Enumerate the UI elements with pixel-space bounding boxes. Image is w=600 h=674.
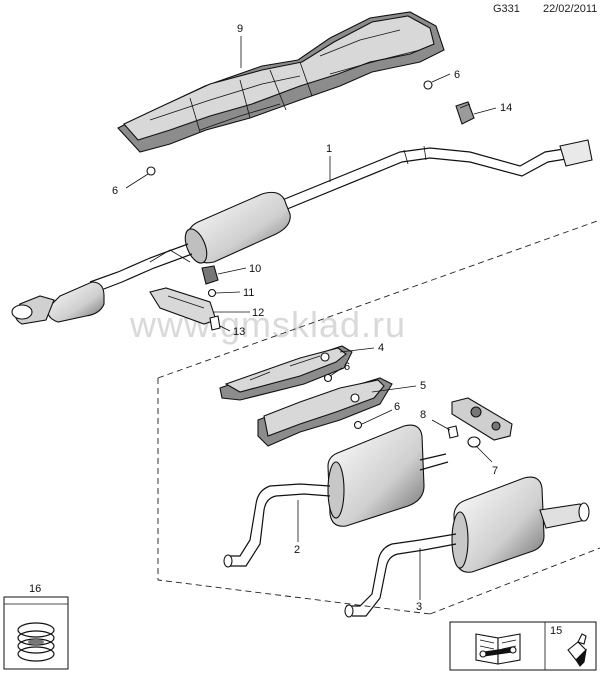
callout-7: 7 xyxy=(492,465,498,477)
bolt-shield-rear-lower xyxy=(350,393,360,403)
rear-silencer-left xyxy=(223,424,449,568)
heat-shield-middle xyxy=(219,345,353,401)
bolt-8 xyxy=(447,425,459,439)
spring-clamp-icon xyxy=(17,622,55,662)
callout-6: 6 xyxy=(454,69,460,81)
callout-14: 14 xyxy=(500,102,512,114)
bolt-shield-front xyxy=(146,166,156,176)
leader-11 xyxy=(215,291,241,294)
callout-5: 5 xyxy=(420,380,426,392)
heat-shield-upper xyxy=(117,11,445,153)
leader-5 xyxy=(371,385,417,393)
front-pipe-assembly xyxy=(11,139,593,325)
leader-6c xyxy=(329,367,343,377)
callout-6: 6 xyxy=(112,185,118,197)
callout-13: 13 xyxy=(233,326,245,338)
leader-6a xyxy=(431,73,451,83)
callout-9: 9 xyxy=(237,23,243,35)
rubber-hanger xyxy=(455,101,475,125)
callout-2: 2 xyxy=(294,544,300,556)
leader-4 xyxy=(339,347,375,353)
clamp-assembly xyxy=(451,397,513,448)
callout-16: 16 xyxy=(29,583,41,595)
callout-10: 10 xyxy=(249,263,261,275)
callout-6: 6 xyxy=(394,401,400,413)
leader-8 xyxy=(431,419,451,431)
rubber-mount xyxy=(201,265,219,285)
bolt-shield-middle xyxy=(320,352,330,362)
leader-10 xyxy=(217,267,247,275)
callout-4: 4 xyxy=(378,342,384,354)
callout-6: 6 xyxy=(344,361,350,373)
callout-3: 3 xyxy=(416,601,422,613)
rear-silencer-right xyxy=(344,476,590,618)
leader-14 xyxy=(473,107,497,115)
callout-11: 11 xyxy=(243,287,254,299)
wrench-icon xyxy=(479,646,517,658)
nut xyxy=(207,288,217,298)
callout-1: 1 xyxy=(326,143,332,155)
leader-6b xyxy=(125,173,149,189)
inset-box-16 xyxy=(3,596,69,670)
sealant-tube-icon xyxy=(567,633,587,667)
leader-7 xyxy=(475,445,493,463)
callout-15: 15 xyxy=(550,625,562,637)
bolt xyxy=(209,315,221,331)
callout-12: 12 xyxy=(252,307,264,319)
callout-8: 8 xyxy=(420,409,426,421)
bolt-6-lower xyxy=(353,420,363,430)
bolt-shield-rear xyxy=(423,80,433,90)
leader-13 xyxy=(219,325,231,332)
inset-box-legend xyxy=(449,621,597,671)
leader-6d xyxy=(361,409,393,425)
diagram-code: G331 xyxy=(493,3,520,15)
diagram-date: 22/02/2011 xyxy=(543,3,598,15)
bolt-6-upper xyxy=(323,373,333,383)
